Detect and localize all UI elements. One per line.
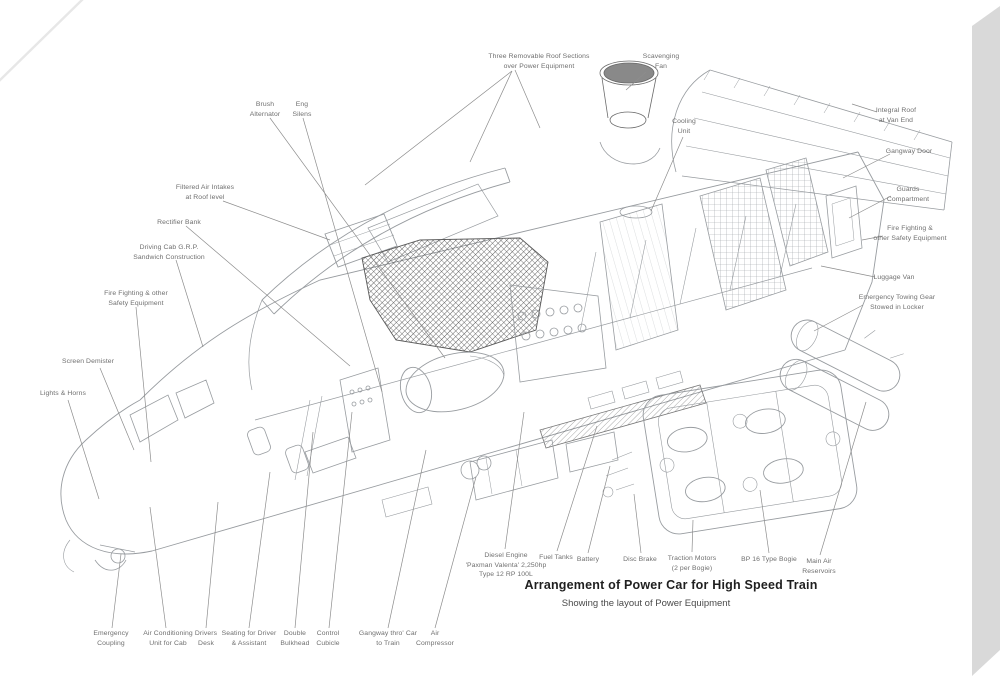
label-bp16-bogie: BP 16 Type Bogie [741, 556, 797, 563]
label-emergency-coupling: Emergency Coupling [93, 630, 129, 647]
label-guards-compartment: Guards Compartment [886, 186, 930, 203]
label-rectifier-bank: Rectifier Bank [157, 219, 201, 226]
front-coupling-drawing [63, 539, 136, 573]
label-fire-fighting-right: Fire Fighting & other Safety Equipment [873, 225, 947, 242]
label-gangway-door: Gangway Door [885, 148, 933, 155]
cooling-unit-drawing [599, 203, 679, 351]
label-roof-sections: Three Removable Roof Sections over Power… [488, 53, 590, 70]
label-fuel-tanks: Fuel Tanks [539, 554, 573, 561]
label-traction-motors: Traction Motors (2 per Bogie) [667, 555, 717, 572]
leader-lines [67, 69, 892, 629]
underframe-equipment [381, 384, 707, 518]
diagram-subtitle: Showing the layout of Power Equipment [561, 598, 731, 609]
label-eng-silens: Eng Silens [292, 101, 312, 118]
label-drivers-desk: Drivers Desk [194, 630, 218, 647]
cab-interior [129, 367, 391, 481]
label-scavenging-fan: Scavenging Fan [642, 53, 680, 70]
diagram-title: Arrangement of Power Car for High Speed … [524, 578, 818, 592]
label-emergency-towing: Emergency Towing Gear Stowed in Locker [858, 294, 936, 311]
alternator-drawing [399, 351, 505, 414]
label-screen-demister: Screen Demister [61, 358, 115, 365]
air-reservoirs-drawing [779, 319, 904, 431]
label-disc-brake: Disc Brake [623, 556, 657, 563]
label-fire-fighting-left: Fire Fighting & other Safety Equipment [104, 290, 168, 307]
label-filtered-air: Filtered Air Intakes at Roof level [175, 184, 235, 201]
label-double-bulkhead: Double Bulkhead [280, 630, 310, 647]
label-air-conditioning: Air Conditioning Unit for Cab [143, 630, 193, 647]
label-diesel-engine: Diesel Engine 'Paxman Valenta' 2,250hp T… [465, 552, 547, 579]
engine-block [361, 237, 607, 383]
label-driving-cab: Driving Cab G.R.P. Sandwich Construction [133, 244, 205, 261]
roof-sections-drawing [248, 167, 511, 391]
label-main-air-reservoirs: Main Air Reservoirs [802, 558, 836, 575]
label-luggage-van: Luggage Van [873, 274, 915, 281]
label-lights-horns: Lights & Horns [40, 390, 86, 397]
label-brush-alternator: Brush Alternator [249, 101, 281, 118]
car-body [60, 151, 885, 555]
label-gangway-thro: Gangway thro' Car to Train [358, 630, 418, 647]
label-battery: Battery [576, 556, 600, 563]
label-air-compressor: Air Compressor [415, 630, 455, 647]
bogie-drawing [602, 369, 858, 535]
luggage-van-mesh [699, 157, 863, 311]
canvas-side-edge [972, 6, 1000, 676]
label-seating: Seating for Driver & Assistant [221, 630, 277, 647]
canvas-fold-line [0, 0, 84, 82]
scavenging-fan-drawing [599, 60, 661, 165]
label-cooling-unit: Cooling Unit [672, 118, 696, 135]
label-control-cubicle: Control Cubicle [316, 630, 340, 647]
label-integral-roof: Integral Roof at Van End [875, 107, 917, 124]
